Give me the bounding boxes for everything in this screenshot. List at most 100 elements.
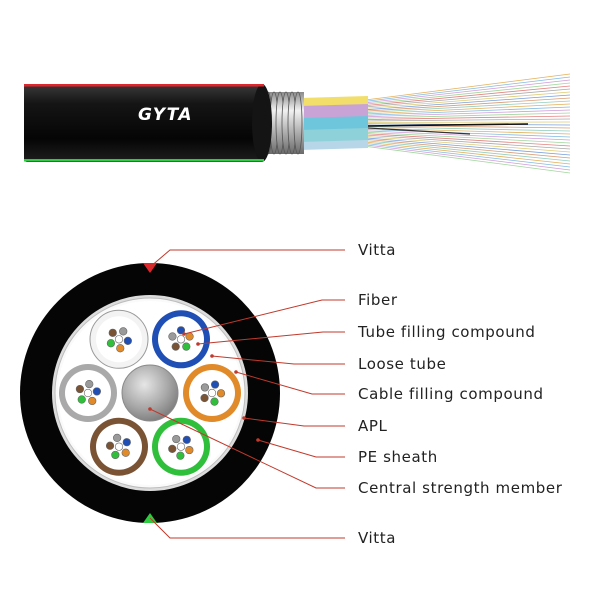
fiber [216,389,226,398]
label-loose-tube: Loose tube [358,355,447,373]
fiber [185,445,194,455]
fiber-strand [364,73,571,101]
fiber [176,335,186,344]
fiber-strand [364,97,571,112]
fiber [92,387,101,396]
vitta-top-marker [143,263,157,273]
fiber-strand [364,131,571,144]
fiber [85,379,94,389]
fiber-strand [364,82,571,105]
fiber-strand [364,145,571,174]
fiber [210,397,219,406]
cable-cross-section [20,263,280,523]
fiber [113,433,122,442]
fiber-strand [364,88,571,108]
fiber-strand [364,127,571,135]
fiber [168,332,177,341]
fiber-strand [364,109,571,118]
cable-marking: GYTA [138,105,193,125]
fiber-strand [364,134,571,150]
fiber-strand [364,129,571,138]
loose-tube [152,417,210,476]
loose-tube [152,310,210,369]
fiber-strand [364,79,571,104]
leader-tube-filling [197,331,345,345]
fiber [210,380,220,389]
fiber [106,339,116,348]
fiber [116,344,125,353]
leader-lines [149,249,345,539]
fiber [121,448,130,457]
fiber-strand [364,143,571,168]
leader-fiber [183,299,345,335]
loose-tube [89,309,149,369]
fiber-strand [364,76,571,102]
fiber-strand [364,100,571,113]
fiber-strand [364,140,571,162]
fiber-strand [364,94,571,111]
fiber [182,342,191,351]
label-apl: APL [358,417,388,435]
fiber [88,396,97,406]
fiber-strand [364,115,571,120]
fiber [168,444,177,453]
fiber-strand [364,144,571,171]
fiber [111,450,120,460]
armor-wire [293,91,303,155]
fiber [114,442,124,451]
fiber [114,335,124,344]
fiber [200,393,209,403]
vitta-green-stripe [24,159,264,162]
fiber-strand [364,91,571,109]
fiber [207,388,217,398]
label-cable-filling-compound: Cable filling compound [358,385,544,403]
fiber [77,395,86,404]
leader-dots [148,332,260,442]
fiber-strand [364,126,571,132]
label-tube-filling-compound: Tube filling compound [358,323,536,341]
fiber-strand [364,141,571,165]
leader-vitta-bottom [149,517,345,539]
cable-jacket [24,84,264,162]
leader-loose-tube [211,355,345,365]
fiber [200,383,210,392]
fiber [182,435,191,444]
fiber [108,328,117,337]
leader-apl [243,417,345,427]
label-pe-sheath: PE sheath [358,448,438,466]
label-central-strength-member: Central strength member [358,479,563,497]
fiber [171,342,180,351]
fiber-strand [364,138,571,159]
fiber [176,442,186,451]
loose-tubes-side [300,96,368,150]
leader-cable-filling [235,371,345,395]
fiber [123,336,132,345]
cable-side-view: GYTA [24,73,571,174]
fiber [172,434,181,444]
fiber-strand-dark [367,127,471,135]
label-fiber: Fiber [358,291,398,309]
leader-pe-sheath [257,439,345,458]
fiber [122,438,131,447]
central-strength-member [121,364,179,422]
leader-central-member [149,408,345,489]
fiber [176,326,186,335]
fiber-strand [364,118,571,122]
fiber [176,451,185,460]
fiber-strand [364,137,571,156]
leader-vitta-top [149,249,345,268]
fiber-bundle [364,73,571,174]
fiber-strand [364,130,571,141]
label-vitta-top: Vitta [358,241,397,259]
fiber [119,327,128,336]
loose-tube [183,364,241,422]
fiber [185,332,194,341]
label-vitta-bottom: Vitta [358,529,397,547]
fiber [83,388,93,398]
fiber-strand [364,85,571,106]
fiber-strand [364,103,571,115]
loose-tube [59,364,117,422]
fiber-strand [364,106,571,116]
fiber-strand [364,112,571,119]
